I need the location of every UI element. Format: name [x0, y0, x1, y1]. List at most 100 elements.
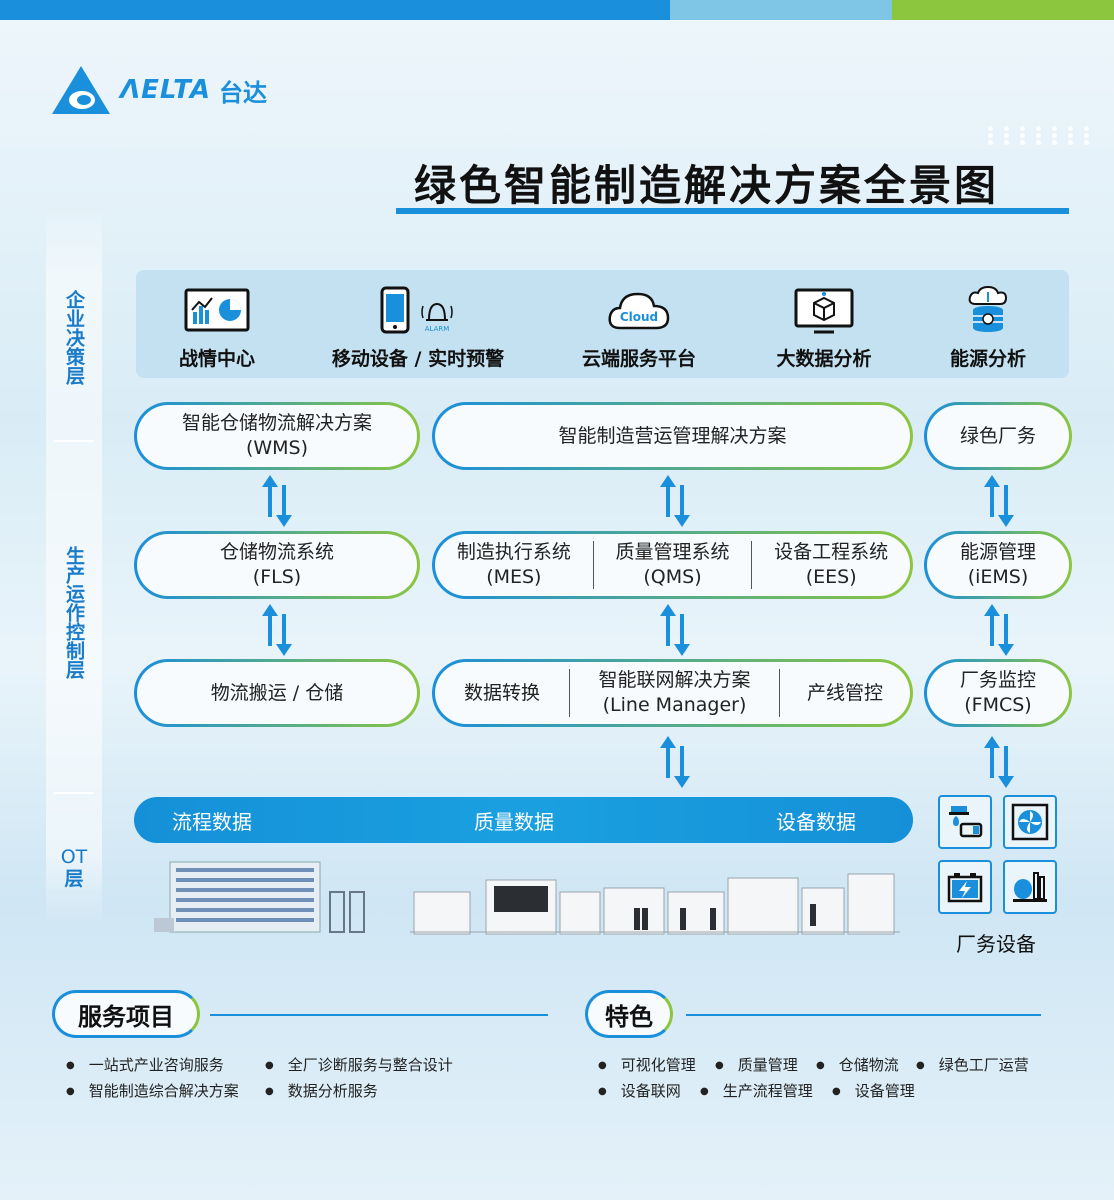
- iems-pill: 能源管理(iEMS): [924, 531, 1072, 599]
- iems-title: 能源管理: [959, 541, 1036, 563]
- services-tag: 服务项目: [52, 990, 200, 1038]
- facility-box-2: [1003, 795, 1057, 849]
- logistics-title: 物流搬运 / 仓储: [210, 681, 344, 704]
- mes-code: (MES): [486, 566, 542, 588]
- top-item-label: 战情中心: [178, 348, 255, 370]
- top-item-mobile: ALARM 移动设备 / 实时预警: [320, 286, 516, 371]
- fls-code: (FLS): [252, 566, 302, 588]
- bidirectional-arrow-icon: [984, 475, 1014, 527]
- mom-title: 智能制造营运管理解决方案: [558, 424, 787, 447]
- delta-logo: ΛELTA 台达: [50, 64, 267, 116]
- mom-pill: 智能制造营运管理解决方案: [432, 402, 913, 470]
- top-item-label: 能源分析: [949, 348, 1026, 370]
- features-title: 特色: [605, 1002, 653, 1031]
- cloud-icon: Cloud: [608, 292, 670, 330]
- wms-title: 智能仓储物流解决方案: [181, 412, 372, 434]
- layer-sidebar: [46, 205, 102, 925]
- page-title: 绿色智能制造解决方案全景图: [414, 161, 1000, 210]
- top-item-dashboard: 战情中心: [176, 286, 258, 371]
- svg-text:Cloud: Cloud: [620, 310, 658, 324]
- top-item-cloud: Cloud 云端服务平台: [574, 286, 704, 371]
- warehouse-rack-illustration: [154, 861, 365, 933]
- feature-item: 可视化管理: [598, 1054, 696, 1075]
- facility-box-1: [938, 795, 992, 849]
- bidirectional-arrow-icon: [660, 475, 690, 527]
- factory-tank-icon: [1013, 872, 1047, 902]
- bidirectional-arrow-icon: [262, 475, 292, 527]
- ees-code: (EES): [805, 566, 857, 588]
- feature-item: 设备联网: [598, 1080, 681, 1101]
- title-underline: [396, 208, 1069, 214]
- lm-code: (Line Manager): [602, 694, 747, 716]
- bidirectional-arrow-icon: [660, 604, 690, 656]
- bidirectional-arrow-icon: [984, 604, 1014, 656]
- delta-triangle-icon: [52, 66, 110, 114]
- top-item-label: 大数据分析: [776, 348, 872, 370]
- facility-equipment-label: 厂务设备: [956, 932, 1036, 956]
- mobile-phone-icon: [380, 286, 410, 334]
- service-item: 全厂诊断服务与整合设计: [265, 1054, 453, 1075]
- service-item: 智能制造综合解决方案: [66, 1080, 239, 1101]
- service-item: 一站式产业咨询服务: [66, 1054, 224, 1075]
- top-item-label: 云端服务平台: [581, 348, 696, 370]
- quality-data-label: 质量数据: [474, 809, 554, 834]
- data-conv-title: 数据转换: [463, 681, 540, 704]
- layer-label-ot: OT 层: [58, 846, 90, 890]
- feature-item: 仓储物流: [816, 1054, 899, 1075]
- fls-pill: 仓储物流系统 (FLS): [134, 531, 420, 599]
- feature-item: 设备管理: [832, 1080, 915, 1101]
- dashboard-icon: [184, 288, 250, 332]
- divider: [592, 541, 594, 589]
- line-manager-pill: 数据转换 智能联网解决方案 (Line Manager) 产线管控: [432, 659, 913, 727]
- fmcs-title: 厂务监控: [959, 669, 1036, 691]
- layer-label-enterprise: 企业决策层: [58, 290, 90, 390]
- feature-item: 绿色工厂运营: [916, 1054, 1029, 1075]
- green-facility-title: 绿色厂务: [959, 424, 1036, 447]
- mes-qms-ees-pill: 制造执行系统(MES) 质量管理系统(QMS) 设备工程系统(EES): [432, 531, 913, 599]
- top-bar-green: [892, 0, 1114, 20]
- line-ctrl-cell: 产线管控: [780, 681, 910, 706]
- fmcs-pill: 厂务监控 (FMCS): [924, 659, 1072, 727]
- green-facility-pill: 绿色厂务: [924, 402, 1072, 470]
- ees-cell: 设备工程系统(EES): [752, 540, 910, 590]
- features-tag: 特色: [585, 990, 673, 1038]
- wms-pill: 智能仓储物流解决方案(WMS): [134, 402, 420, 470]
- layer-separator-2: [54, 792, 94, 794]
- top-item-energy: 能源分析: [940, 286, 1036, 371]
- data-conv-cell: 数据转换: [435, 681, 569, 706]
- logo-cn: 台达: [219, 78, 267, 107]
- services-line: [210, 1014, 548, 1016]
- production-line-illustration: [410, 873, 900, 935]
- top-item-label: 移动设备 / 实时预警: [331, 348, 505, 370]
- top-color-bar: [0, 0, 1114, 20]
- qms-title: 质量管理系统: [615, 541, 730, 563]
- monitor-cube-icon: [794, 288, 854, 334]
- svg-text:ALARM: ALARM: [425, 325, 450, 333]
- layer-separator-1: [54, 440, 94, 442]
- lm-cell: 智能联网解决方案 (Line Manager): [570, 668, 779, 718]
- logo-text: ΛELTA: [120, 75, 211, 105]
- logistics-pill: 物流搬运 / 仓储: [134, 659, 420, 727]
- layer-label-production: 生产运作控制层: [58, 546, 90, 684]
- fan-unit-icon: [1011, 803, 1049, 841]
- line-ctrl-title: 产线管控: [806, 681, 883, 704]
- battery-icon: [947, 873, 983, 903]
- fmcs-code: (FMCS): [964, 694, 1032, 716]
- qms-code: (QMS): [643, 566, 702, 588]
- equipment-data-label: 设备数据: [776, 809, 856, 834]
- enterprise-panel: 战情中心 ALARM 移动设备 / 实时预警 Cloud 云端服务平台: [136, 270, 1069, 378]
- alarm-bell-icon: ALARM: [421, 302, 453, 333]
- top-bar-blue: [0, 0, 670, 20]
- features-line: [686, 1014, 1041, 1016]
- top-bar-lightblue: [670, 0, 892, 20]
- flow-data-label: 流程数据: [172, 809, 252, 834]
- decorative-dots: [988, 126, 1098, 145]
- bidirectional-arrow-icon: [984, 736, 1014, 788]
- data-bar: 流程数据 质量数据 设备数据: [134, 797, 913, 843]
- water-pump-icon: [949, 806, 983, 838]
- fls-title: 仓储物流系统: [219, 541, 334, 563]
- divider: [569, 669, 570, 717]
- lm-title: 智能联网解决方案: [598, 669, 751, 691]
- layer-ot-text: OT: [60, 846, 88, 868]
- bidirectional-arrow-icon: [660, 736, 690, 788]
